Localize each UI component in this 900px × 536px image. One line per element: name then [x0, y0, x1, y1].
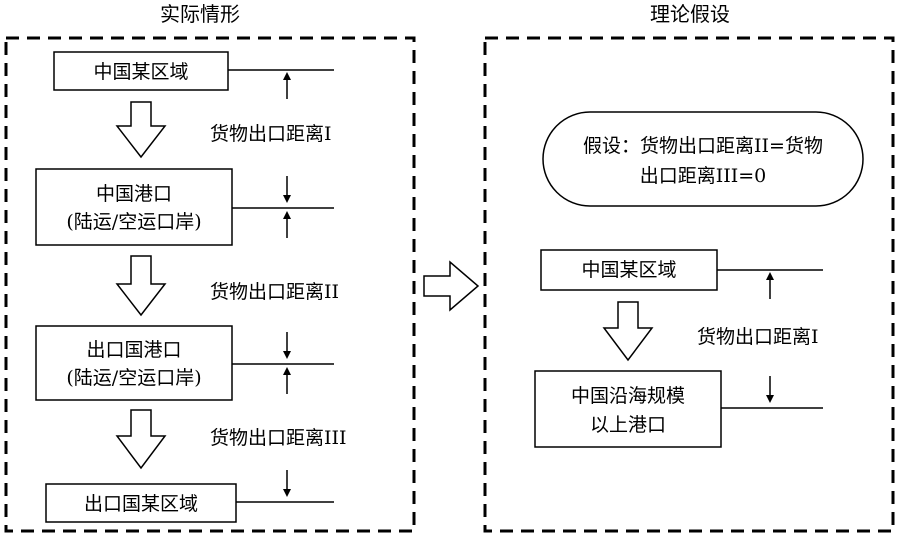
- down-block-arrow-right: [602, 301, 654, 362]
- box-china-port-line-1: 中国港口: [96, 183, 172, 205]
- dist-1-label: 货物出口距离I: [210, 123, 332, 145]
- box-china-port-line-2: (陆运/空运口岸): [66, 211, 201, 233]
- right-block-arrow: [423, 260, 480, 312]
- right-dist-label: 货物出口距离I: [697, 326, 819, 348]
- left-panel-title: 实际情形: [160, 2, 240, 26]
- right-panel-frame: [483, 36, 895, 533]
- down-block-arrow-1: [115, 101, 167, 159]
- box-coastal-port-line-2: 以上港口: [590, 414, 666, 436]
- box-export-port-line-2: (陆运/空运口岸): [66, 367, 201, 389]
- box-china-region-right: [540, 249, 718, 291]
- dist-2-label: 货物出口距离II: [210, 281, 339, 303]
- box-coastal-port: [534, 370, 722, 448]
- box-export-region: [45, 483, 237, 523]
- assumption-box: [542, 111, 864, 207]
- box-coastal-port-line-1: 中国沿海规模: [571, 385, 685, 407]
- assumption-line-2: 出口距离III=0: [640, 165, 767, 187]
- box-export-region-label: 出口国某区域: [84, 493, 198, 515]
- box-china-region-label: 中国某区域: [93, 61, 188, 83]
- box-china-region: [53, 51, 229, 91]
- box-export-port: [35, 325, 233, 401]
- left-panel-frame: [4, 36, 416, 533]
- right-panel-title: 理论假设: [650, 2, 730, 26]
- box-china-port: [35, 168, 233, 246]
- box-export-port-line-1: 出口国港口: [86, 339, 181, 361]
- assumption-line-1: 假设：货物出口距离II=货物: [583, 135, 823, 157]
- box-china-region-right-label: 中国某区域: [581, 259, 676, 281]
- down-block-arrow-3: [115, 409, 167, 470]
- dist-3-label: 货物出口距离III: [210, 427, 347, 449]
- down-block-arrow-2: [115, 255, 167, 317]
